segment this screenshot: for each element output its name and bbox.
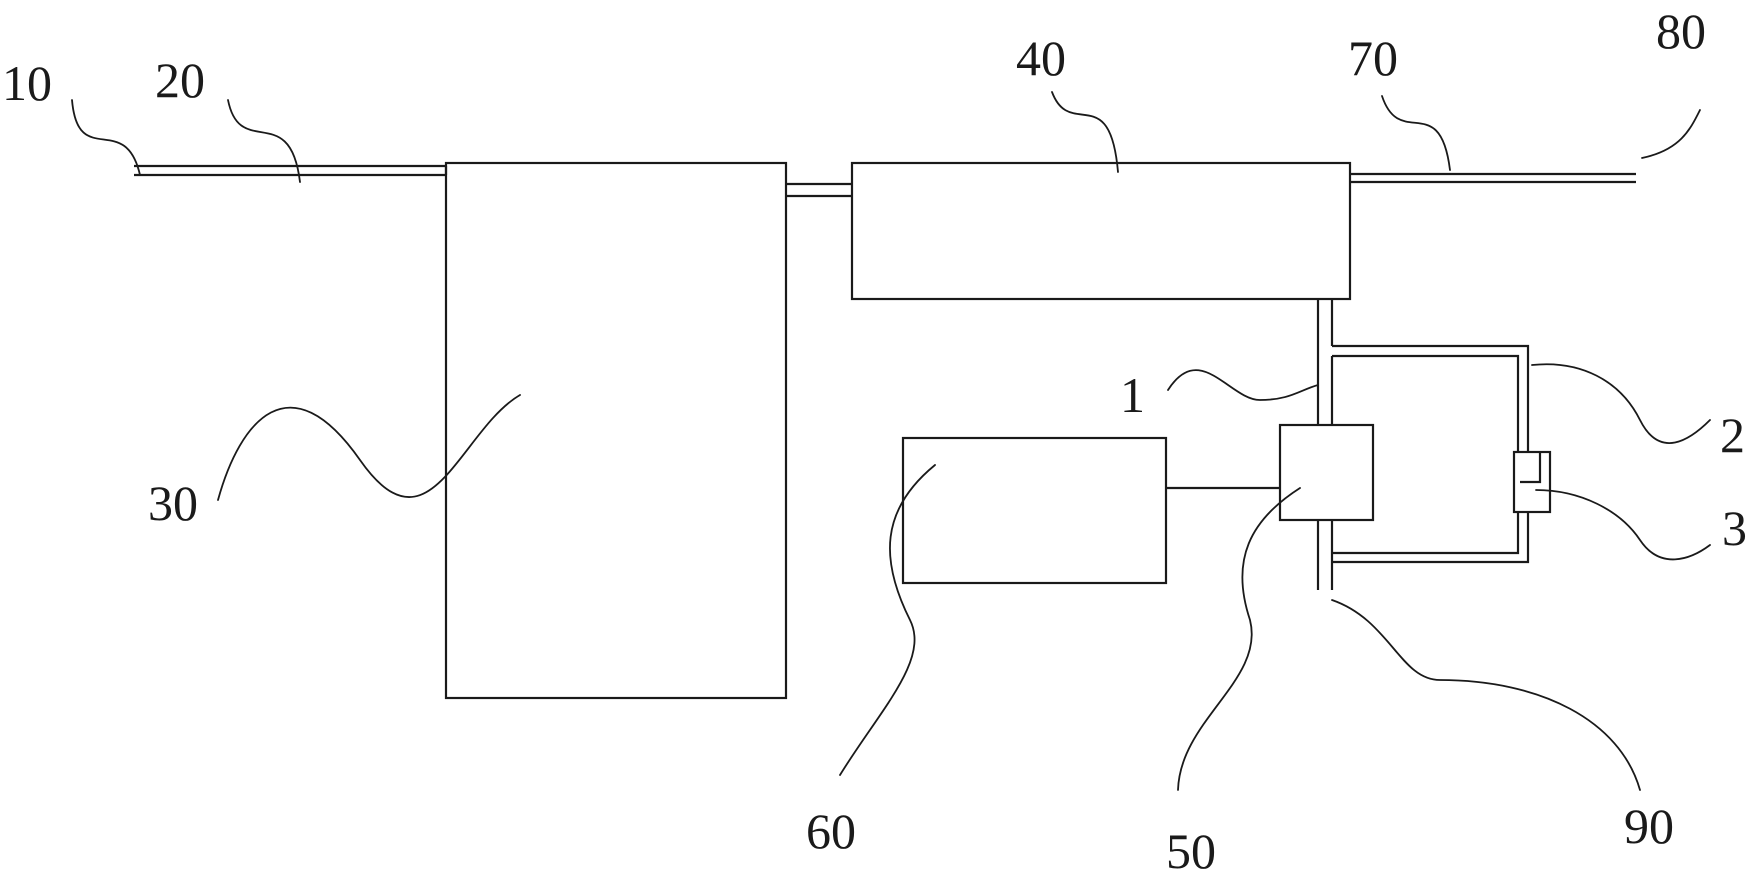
leader-80 <box>1641 109 1701 159</box>
pump-50 <box>1278 423 1375 522</box>
label-60: 60 <box>806 803 856 859</box>
label-3: 3 <box>1722 500 1747 556</box>
leader-70 <box>1381 95 1451 171</box>
motor-60 <box>901 436 1280 585</box>
label-40: 40 <box>1016 30 1066 86</box>
label-90: 90 <box>1624 798 1674 854</box>
leader-2 <box>1531 363 1711 444</box>
leader-lines <box>71 91 1711 791</box>
label-30: 30 <box>148 475 198 531</box>
drain-pipe-90 <box>1316 520 1334 590</box>
reference-labels: 10 20 30 40 70 80 1 2 3 60 50 90 <box>2 3 1747 871</box>
leader-3 <box>1535 489 1711 561</box>
leader-20 <box>227 99 301 183</box>
leader-40 <box>1051 91 1119 173</box>
label-70: 70 <box>1348 30 1398 86</box>
tank-30 <box>444 161 788 700</box>
connecting-pipe <box>786 182 852 198</box>
label-2: 2 <box>1720 407 1745 463</box>
label-80: 80 <box>1656 3 1706 59</box>
label-1: 1 <box>1120 367 1145 423</box>
inlet-pipe <box>134 164 446 177</box>
leader-50 <box>1177 487 1301 791</box>
label-50: 50 <box>1166 823 1216 871</box>
unit-40 <box>850 161 1352 301</box>
leader-1 <box>1167 369 1319 401</box>
label-20: 20 <box>155 52 205 108</box>
label-10: 10 <box>2 55 52 111</box>
leader-60 <box>839 464 936 776</box>
vertical-pipe-1 <box>1316 299 1334 425</box>
outlet-pipe <box>1350 172 1636 184</box>
leader-90 <box>1331 599 1641 791</box>
bypass-loop-2 <box>1332 344 1530 564</box>
leader-30 <box>217 394 521 501</box>
valve-3 <box>1512 450 1552 514</box>
leader-10 <box>71 99 141 176</box>
